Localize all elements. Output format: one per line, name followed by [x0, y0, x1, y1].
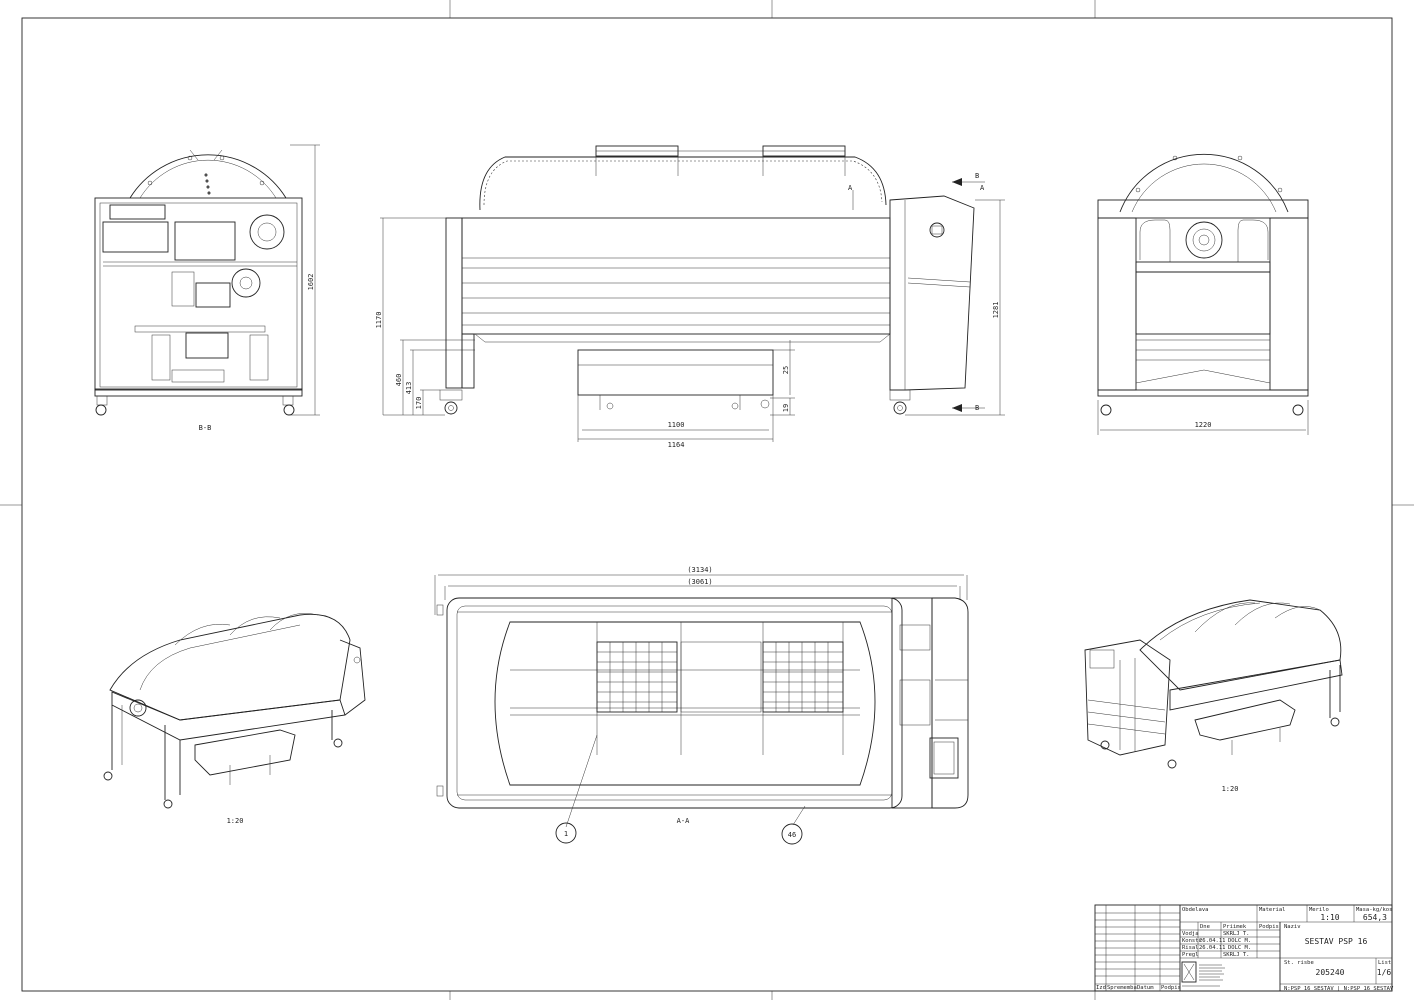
rev-datum: Datum [1137, 985, 1154, 991]
dim-25: 25 [782, 366, 790, 374]
col-priimek: Priimek [1223, 924, 1247, 930]
list-value: 1/6 [1377, 968, 1392, 977]
balloon-1-text: 1 [564, 830, 568, 838]
hdr-masa: Masa-kg/kos [1356, 907, 1392, 913]
rev-sprememba: Sprememba [1107, 985, 1137, 991]
section-mark-b1: B [975, 172, 979, 180]
row-risal: Risal [1182, 945, 1199, 951]
dim-19: 19 [782, 404, 790, 412]
dim-170: 170 [415, 397, 423, 410]
dim-1170: 1170 [375, 312, 383, 329]
section-aa-label: A-A [677, 817, 690, 825]
hdr-obdelava: Obdelava [1182, 907, 1209, 913]
dim-1164: 1164 [668, 441, 685, 449]
dim-3061: (3061) [687, 578, 712, 586]
hdr-naziv: Naziv [1284, 924, 1301, 930]
dim-1220: 1220 [1195, 421, 1212, 429]
risal-name: DOLC M. [1228, 945, 1251, 951]
row-konstr: Konstr [1182, 938, 1203, 944]
title-block: Izd Sprememba Datum Podpis Obdelava Mate… [1094, 904, 1394, 992]
drawing-number: 205240 [1316, 968, 1345, 977]
front-dimensions: 1170 460 413 170 25 19 1100 1164 1281 [375, 199, 1005, 449]
list-label: List [1378, 960, 1391, 966]
section-mark-a2: A [980, 184, 985, 192]
mass-value: 654,3 [1363, 913, 1387, 922]
section-bb-label: B-B [199, 424, 212, 432]
konstr-name: DOLC M. [1228, 938, 1251, 944]
col-podpis: Podpis [1259, 924, 1279, 930]
scale-label-right: 1:20 [1222, 785, 1239, 793]
balloon-46-text: 46 [788, 831, 796, 839]
pregl-name: SKRLJ T. [1223, 952, 1250, 958]
company-logo [1181, 961, 1197, 983]
iso-view-right: 1:20 [1084, 599, 1343, 793]
dim-left-height: 1602 [290, 144, 320, 416]
section-mark-b2: B [975, 404, 979, 412]
balloon-1 [555, 822, 577, 844]
dim-3134: (3134) [687, 566, 712, 574]
row-vodja: Vodja [1182, 931, 1199, 937]
rev-podpis: Podpis [1161, 985, 1181, 991]
konstr-date: 26.04.11 [1199, 938, 1226, 944]
col-dne: Dne [1200, 924, 1210, 930]
rev-izd: Izd [1096, 985, 1106, 991]
hdr-material: Material [1259, 907, 1286, 913]
section-view-bb: B-B [94, 149, 303, 432]
front-view: A B A B [439, 145, 985, 415]
dim-460: 460 [395, 374, 403, 387]
scale-value: 1:10 [1320, 913, 1339, 922]
file-path: N:PSP_16_SESTAV | N:PSP_16_SESTAV [1284, 986, 1394, 992]
row-pregl: Pregl [1182, 952, 1199, 958]
dim-1281: 1281 [992, 302, 1000, 319]
section-view-aa: (3134) (3061) [434, 566, 969, 845]
hdr-merilo: Merilo [1309, 907, 1329, 913]
dim-1602: 1602 [307, 274, 315, 291]
vodja-name: SKRLJ T. [1223, 931, 1250, 937]
risal-date: 26.04.11 [1199, 945, 1226, 951]
section-mark-a1: A [848, 184, 853, 192]
iso-view-left: 1:20 [103, 613, 366, 825]
dim-413: 413 [405, 382, 413, 395]
drawing-title: SESTAV PSP 16 [1305, 937, 1368, 946]
scale-label-left: 1:20 [227, 817, 244, 825]
st-risbe-label: St. risbe [1284, 960, 1314, 966]
balloon-46 [781, 823, 803, 845]
dim-1100: 1100 [668, 421, 685, 429]
side-view: 1220 [1097, 153, 1309, 435]
